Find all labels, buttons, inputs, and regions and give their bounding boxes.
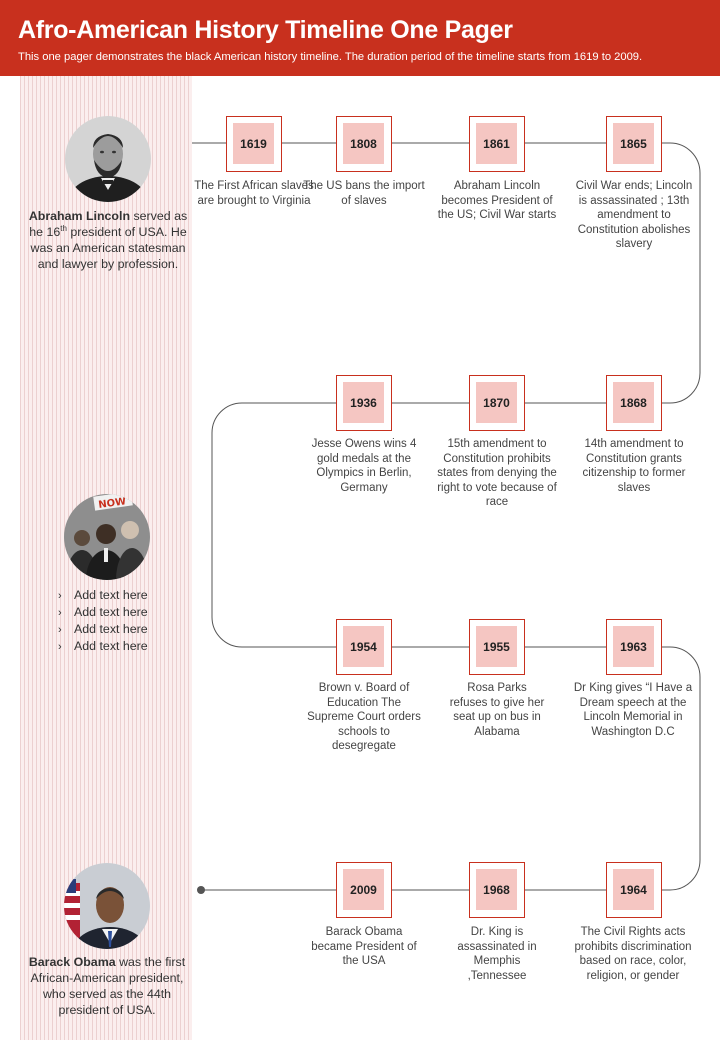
header-banner: Afro-American History Timeline One Pager… [0, 0, 720, 76]
lincoln-caption: Abraham Lincoln served as he 16th presid… [24, 208, 192, 272]
bullet-text: Add text here [74, 622, 148, 636]
obama-portrait [64, 863, 150, 949]
march-photo: NOW [64, 494, 150, 580]
year-box: 1954 [336, 619, 392, 675]
year-label: 2009 [343, 869, 384, 910]
obama-caption: Barack Obama was the first African-Ameri… [24, 954, 190, 1018]
chevron-right-icon: › [58, 607, 62, 619]
lincoln-text-part1: served as he 16 [29, 209, 188, 239]
chevron-right-icon: › [58, 590, 62, 602]
event-description: Dr. King is assassinated in Memphis ,Ten… [457, 926, 537, 982]
event-description: Brown v. Board of Education The Supreme … [307, 682, 421, 752]
year-box: 1936 [336, 375, 392, 431]
year-box: 1861 [469, 116, 525, 172]
page-title: Afro-American History Timeline One Pager [18, 16, 513, 44]
bullet-item: › Add text here [58, 638, 188, 655]
year-label: 1955 [476, 626, 517, 667]
year-label: 1964 [613, 869, 654, 910]
event-description: Dr King gives “I Have a Dream speech at … [573, 682, 693, 738]
year-label: 1968 [476, 869, 517, 910]
event-description: 14th amendment to Constitution grants ci… [582, 438, 686, 494]
bullet-item: › Add text here [58, 587, 188, 604]
year-box: 1963 [606, 619, 662, 675]
obama-text: was the first African-American president… [30, 955, 186, 1017]
year-box: 2009 [336, 862, 392, 918]
chevron-right-icon: › [58, 641, 62, 653]
year-label: 1861 [476, 123, 517, 164]
year-label: 1870 [476, 382, 517, 423]
svg-text:NOW: NOW [98, 496, 127, 511]
event-description: The First African slaves are brought to … [194, 180, 314, 207]
event-description: Barack Obama became President of the USA [311, 926, 417, 967]
event-description: Abraham Lincoln becomes President of the… [437, 180, 557, 221]
lincoln-name: Abraham Lincoln [28, 209, 131, 223]
event-description: The Civil Rights acts prohibits discrimi… [574, 926, 692, 982]
timeline-end-dot [197, 886, 205, 894]
year-label: 1865 [613, 123, 654, 164]
event-description: The US bans the import of slaves [303, 180, 425, 207]
event-description: 15th amendment to Constitution prohibits… [437, 438, 557, 508]
year-label: 1808 [343, 123, 384, 164]
year-label: 1868 [613, 382, 654, 423]
lincoln-text-part2: president of USA. He was an American sta… [30, 225, 187, 271]
lincoln-portrait [65, 116, 151, 202]
bullet-text: Add text here [74, 605, 148, 619]
year-label: 1963 [613, 626, 654, 667]
event-description: Jesse Owens wins 4 gold medals at the Ol… [311, 438, 417, 494]
year-box: 1619 [226, 116, 282, 172]
year-box: 1964 [606, 862, 662, 918]
year-box: 1808 [336, 116, 392, 172]
year-box: 1870 [469, 375, 525, 431]
year-box: 1968 [469, 862, 525, 918]
bullet-list: › Add text here › Add text here › Add text … [58, 587, 188, 655]
obama-name: Barack Obama [28, 955, 116, 969]
bullet-item: › Add text here [58, 604, 188, 621]
year-box: 1868 [606, 375, 662, 431]
bullet-item: › Add text here [58, 621, 188, 638]
year-label: 1619 [233, 123, 274, 164]
page-subtitle: This one pager demonstrates the black Am… [18, 51, 643, 63]
bullet-text: Add text here [74, 588, 148, 602]
event-description: Rosa Parks refuses to give her seat up o… [449, 682, 545, 738]
year-label: 1954 [343, 626, 384, 667]
bullet-text: Add text here [74, 639, 148, 653]
year-label: 1936 [343, 382, 384, 423]
year-box: 1955 [469, 619, 525, 675]
year-box: 1865 [606, 116, 662, 172]
chevron-right-icon: › [58, 624, 62, 636]
event-description: Civil War ends; Lincoln is assassinated … [575, 180, 693, 250]
lincoln-text-sup: th [60, 223, 67, 233]
